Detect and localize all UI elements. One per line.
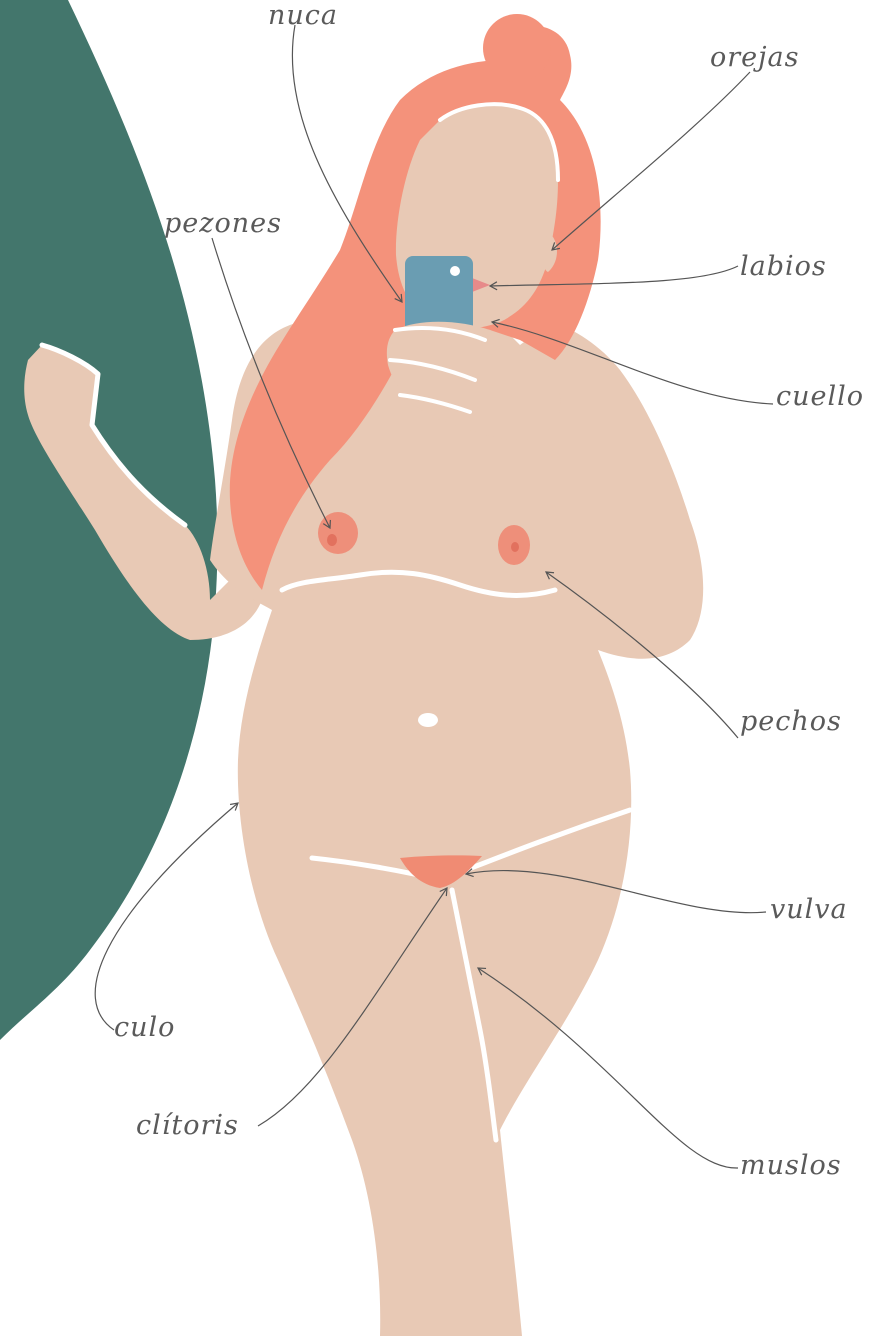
label-nuca: nuca: [268, 0, 338, 31]
label-vulva: vulva: [770, 894, 848, 925]
left-nipple: [318, 512, 358, 554]
label-labios: labios: [740, 251, 827, 282]
navel: [418, 713, 438, 727]
label-cuello: cuello: [776, 381, 864, 412]
label-pechos: pechos: [740, 706, 842, 737]
hair-bun: [483, 14, 551, 82]
label-pezones: pezones: [164, 208, 282, 239]
right-nipple: [498, 525, 530, 565]
label-culo: culo: [114, 1012, 175, 1043]
label-muslos: muslos: [740, 1150, 842, 1181]
label-orejas: orejas: [710, 42, 799, 73]
phone-camera: [450, 266, 460, 276]
label-clitoris: clítoris: [136, 1110, 239, 1141]
